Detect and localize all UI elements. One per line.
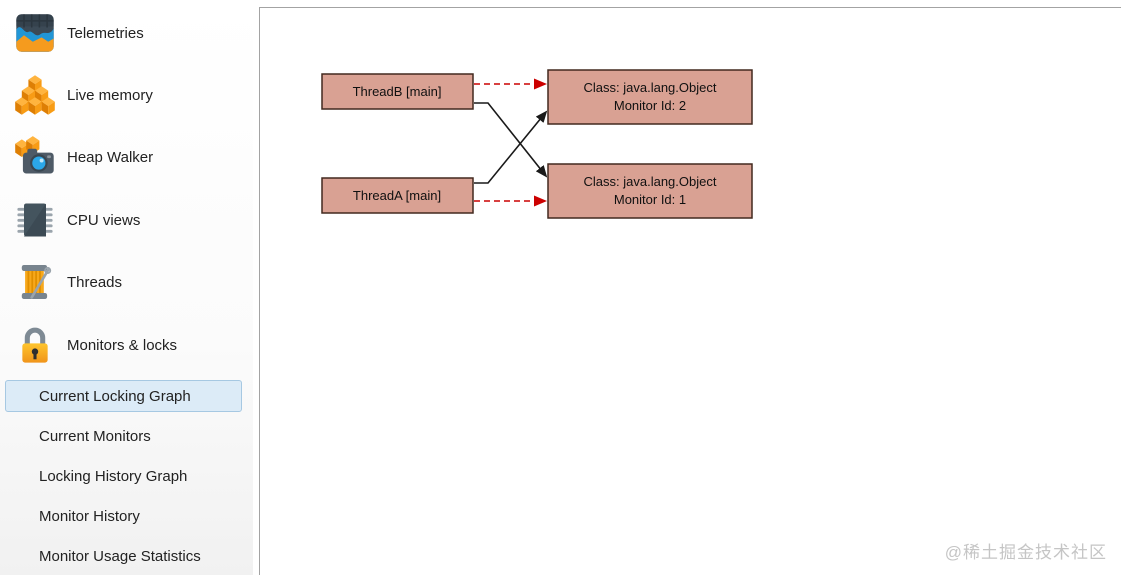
monitors-locks-icon (13, 323, 57, 367)
sidebar-item-live-memory[interactable]: Live memory (0, 73, 253, 117)
sidebar-item-label: Live memory (67, 86, 153, 104)
view-sidebar: Telemetries Live memory (0, 0, 253, 575)
sidebar-item-current-monitors[interactable]: Current Monitors (5, 420, 242, 452)
locking-graph-canvas[interactable]: ThreadB [main] ThreadA [main] Class: jav… (260, 8, 1121, 574)
subnav-item-label: Current Monitors (39, 427, 151, 445)
cpu-views-icon (13, 198, 57, 242)
locking-graph-panel: ThreadB [main] ThreadA [main] Class: jav… (259, 7, 1121, 575)
thread-node-label: ThreadA [main] (353, 188, 441, 203)
telemetries-icon (13, 11, 57, 55)
sidebar-item-monitor-history[interactable]: Monitor History (5, 500, 242, 532)
sidebar-item-label: Monitors & locks (67, 336, 178, 354)
live-memory-icon (13, 73, 57, 117)
sidebar-item-cpu-views[interactable]: CPU views (0, 198, 253, 242)
subnav-item-label: Locking History Graph (39, 467, 188, 485)
threads-icon (13, 260, 57, 304)
sidebar-item-monitor-usage-statistics[interactable]: Monitor Usage Statistics (5, 540, 242, 572)
sidebar-item-current-locking-graph[interactable]: Current Locking Graph (5, 380, 242, 412)
subnav-item-label: Monitor Usage Statistics (39, 547, 201, 565)
sidebar-item-label: Heap Walker (67, 148, 154, 166)
sidebar-item-threads[interactable]: Threads (0, 260, 253, 304)
heap-walker-icon (13, 135, 57, 179)
subnav-item-label: Current Locking Graph (39, 387, 191, 405)
thread-node-threadb[interactable]: ThreadB [main] (321, 73, 474, 110)
sidebar-item-telemetries[interactable]: Telemetries (0, 11, 253, 55)
sidebar-item-label: Threads (67, 273, 123, 291)
owning-arrow-threadb-monitor1 (474, 102, 548, 178)
monitor-class-label: Class: java.lang.Object (584, 80, 717, 95)
sidebar-item-monitors-locks[interactable]: Monitors & locks (0, 323, 253, 367)
thread-node-label: ThreadB [main] (353, 84, 442, 99)
sidebar-item-label: Telemetries (67, 24, 144, 42)
sidebar-item-heap-walker[interactable]: Heap Walker (0, 135, 253, 179)
monitor-class-label: Class: java.lang.Object (584, 174, 717, 189)
thread-node-threada[interactable]: ThreadA [main] (321, 177, 474, 214)
sidebar-item-locking-history-graph[interactable]: Locking History Graph (5, 460, 242, 492)
sidebar-item-label: CPU views (67, 211, 141, 229)
monitor-id-label: Monitor Id: 1 (614, 192, 686, 207)
monitor-id-label: Monitor Id: 2 (614, 98, 686, 113)
monitor-node-1[interactable]: Class: java.lang.Object Monitor Id: 1 (547, 163, 753, 219)
watermark-text: @稀土掘金技术社区 (944, 543, 1107, 562)
subnav-item-label: Monitor History (39, 507, 140, 525)
monitor-node-2[interactable]: Class: java.lang.Object Monitor Id: 2 (547, 69, 753, 125)
owning-arrow-threada-monitor2 (474, 110, 548, 184)
